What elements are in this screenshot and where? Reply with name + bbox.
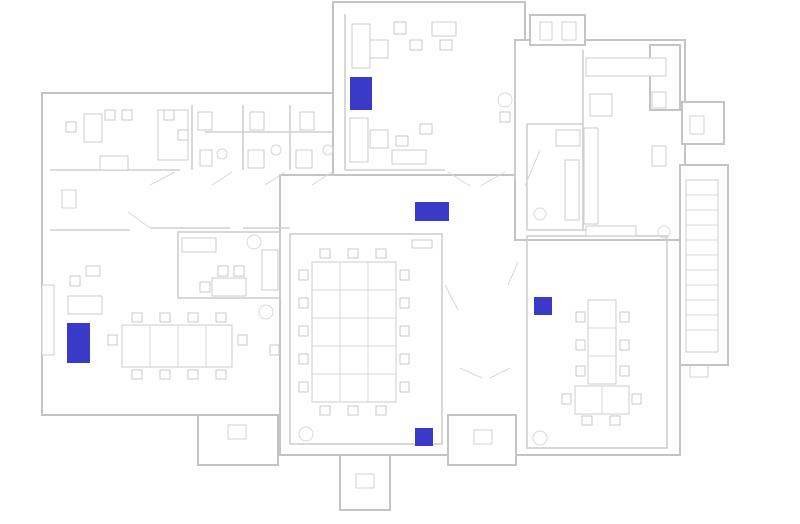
vent-hatches [61,21,709,489]
restroom-fixtures [197,111,334,169]
conference-room-furniture [298,239,433,442]
left-office-marker[interactable] [67,323,90,363]
upper-office-furniture [349,21,513,165]
door-swings [127,149,541,379]
upper-office-marker[interactable] [350,77,372,110]
stairs [685,179,719,353]
top-left-office-furniture [65,109,189,171]
corridor-marker[interactable] [415,202,449,221]
left-office-furniture [41,265,280,380]
kitchen-furniture [533,57,671,239]
right-room-marker[interactable] [534,297,552,315]
conference-room-marker[interactable] [415,428,433,446]
right-room-furniture [532,299,642,446]
highlight-markers [67,77,552,446]
kitchenette-furniture [181,234,279,297]
